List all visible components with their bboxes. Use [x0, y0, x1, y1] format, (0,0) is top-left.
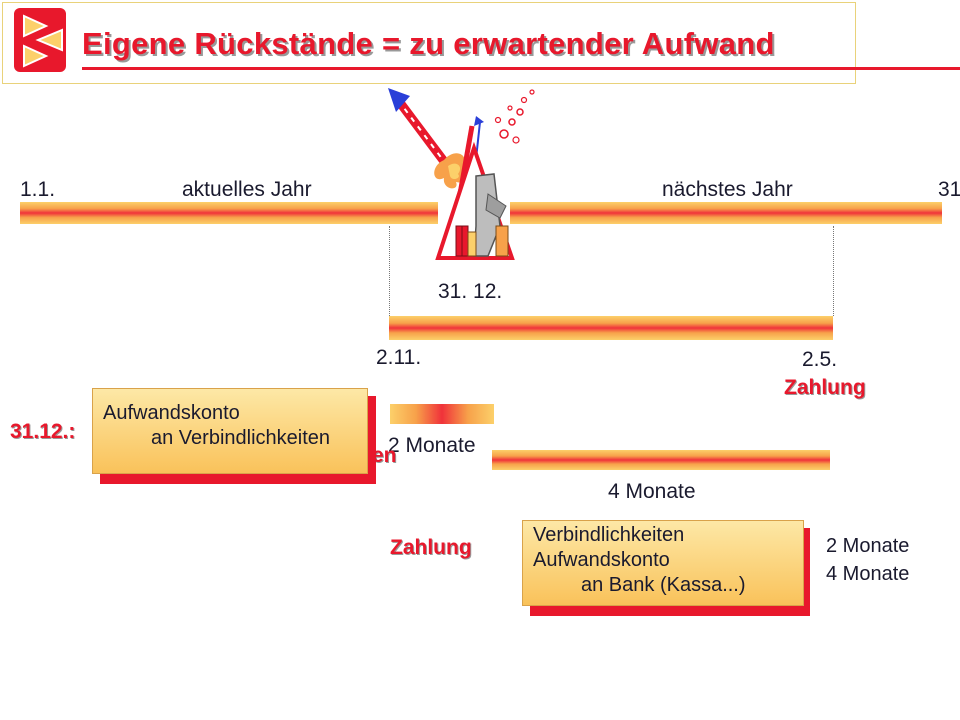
payment-line-3: an Bank (Kassa...): [581, 574, 746, 596]
next-year-label: nächstes Jahr: [662, 178, 793, 201]
split-bar-after: [492, 450, 830, 470]
period-start-label: 2.11.: [376, 346, 422, 369]
before-duration-label: 2 Monate: [388, 434, 476, 457]
current-year-label: aktuelles Jahr: [182, 178, 312, 201]
payment-label-top: Zahlung: [784, 376, 866, 399]
timeline-end-label: 31: [938, 178, 960, 201]
payment-booking-box: Verbindlichkeiten Aufwandskonto an Bank …: [522, 520, 804, 606]
title-underline: [82, 67, 960, 70]
period-end-label: 2.5.: [802, 348, 838, 371]
payment-amount-1: 2 Monate: [826, 535, 910, 557]
period-bar: [389, 316, 833, 340]
rocket-fireworks-icon: [376, 86, 556, 281]
timeline-bar-right: [510, 202, 942, 224]
year-end-label: 31. 12.: [438, 280, 503, 303]
payment-label-bottom: Zahlung: [390, 536, 472, 559]
period-end-marker: [833, 226, 834, 316]
period-start-marker: [389, 226, 390, 316]
timeline-start-label: 1.1.: [20, 178, 56, 201]
payment-amount-2: 4 Monate: [826, 563, 910, 585]
year-end-date-label: 31.12.:: [10, 420, 76, 443]
split-bar-before: [390, 404, 494, 424]
page-title: Eigene Rückstände = zu erwartender Aufwa…: [82, 26, 775, 61]
title-frame: [2, 2, 856, 84]
booking-debit: Aufwandskonto: [103, 402, 240, 424]
logo-icon: [12, 6, 70, 81]
after-duration-label: 4 Monate: [608, 480, 696, 503]
booking-credit: an Verbindlichkeiten: [151, 427, 331, 449]
timeline-bar-left: [20, 202, 438, 224]
payment-line-1: Verbindlichkeiten: [533, 524, 685, 546]
year-end-booking-box: Aufwandskonto an Verbindlichkeiten: [92, 388, 368, 474]
hidden-label-tail: en: [372, 444, 397, 467]
payment-line-2: Aufwandskonto: [533, 549, 670, 571]
